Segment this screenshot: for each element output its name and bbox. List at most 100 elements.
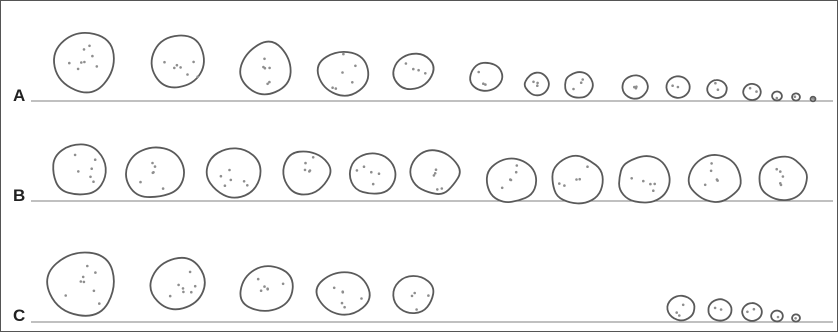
row-a-particle-2-speckle (176, 64, 179, 67)
row-b-particle-1-speckle (74, 154, 77, 157)
row-c-label: C (13, 306, 25, 325)
row-c-particle-8-speckle (753, 308, 756, 311)
row-b-particle-11 (759, 157, 806, 201)
row-c-particle-1-speckle (86, 265, 89, 268)
row-b-particle-3 (207, 148, 261, 197)
row-a-particle-6-speckle (477, 71, 480, 74)
row-b-particle-2 (126, 147, 184, 197)
row-a-particle-1-speckle (77, 68, 80, 71)
row-a-particle-14-speckle (794, 95, 797, 98)
row-b-particle-4 (283, 152, 330, 195)
row-c-particle-4-speckle (360, 297, 363, 300)
row-c-particle-7-speckle (714, 307, 717, 310)
row-a-particle-5-speckle (417, 69, 420, 72)
row-b-particle-6-speckle (435, 168, 438, 171)
row-b-particle-5-speckle (356, 169, 359, 172)
row-c-particle-1-speckle (98, 302, 101, 305)
row-c-particle-2-speckle (190, 291, 193, 294)
row-b-particle-11-speckle (780, 184, 783, 187)
row-b-particle-7-speckle (501, 187, 504, 190)
row-a-particle-3-speckle (266, 83, 269, 86)
row-c-particle-2-speckle (177, 284, 180, 287)
row-a-particle-2-speckle (173, 67, 176, 70)
row-c-particle-7-speckle (720, 308, 723, 311)
row-a-particle-8 (565, 72, 593, 98)
row-b-particle-5-speckle (370, 171, 373, 174)
row-a-particle-1-speckle (96, 65, 99, 68)
row-c-particle-3-speckle (282, 283, 285, 286)
row-b-particle-5-speckle (378, 172, 381, 175)
row-a-particle-9-speckle (633, 86, 636, 89)
row-a-particle-1-speckle (83, 48, 86, 51)
row-a-particle-10-speckle (677, 86, 680, 89)
row-a-particle-10-speckle (671, 84, 674, 87)
row-c-particle-1-speckle (80, 280, 83, 283)
row-c-particle-6-speckle (682, 304, 685, 307)
row-a-particle-5 (393, 54, 433, 89)
row-b-particle-4-speckle (304, 169, 307, 172)
row-a-particle-4-speckle (341, 71, 344, 74)
row-c-particle-8-speckle (746, 311, 749, 314)
row-a-particle-2-speckle (179, 66, 182, 69)
row-a-particle-12-speckle (749, 87, 752, 90)
row-a-particle-2-speckle (196, 75, 199, 78)
row-a-particle-1-speckle (80, 61, 83, 64)
row-a-particle-2-speckle (192, 61, 195, 64)
row-c-particle-5 (393, 276, 433, 313)
row-b-particle-10-speckle (710, 162, 713, 165)
row-c-particle-1-speckle (82, 276, 85, 279)
row-b-particle-8-speckle (563, 184, 566, 187)
row-b-particle-5-speckle (363, 165, 366, 168)
row-c: C (13, 252, 833, 325)
row-c-particle-3-speckle (263, 285, 266, 288)
row-a-particle-4-speckle (351, 81, 354, 84)
row-b-label: B (13, 186, 25, 205)
row-b-particle-10-speckle (704, 184, 707, 187)
row-c-particle-3-speckle (257, 278, 260, 281)
row-c-particle-8 (742, 303, 762, 321)
row-a-particle-12-speckle (755, 90, 758, 93)
row-a-particle-11-speckle (714, 82, 717, 85)
row-b-particle-9-speckle (653, 183, 656, 186)
row-a-label: A (13, 86, 25, 105)
row-a-particle-8-speckle (581, 78, 584, 81)
row-b-particle-8-speckle (575, 178, 578, 181)
row-b-particle-1-speckle (92, 180, 95, 183)
row-a-particle-2-speckle (163, 61, 166, 64)
row-c-particle-10-speckle (794, 317, 797, 320)
row-a-particle-7 (525, 73, 549, 96)
row-a-particle-4-speckle (342, 53, 345, 56)
row-b-particle-9-speckle (642, 180, 645, 183)
row-b-particle-6-speckle (434, 172, 437, 175)
row-b-particle-8-speckle (586, 165, 589, 168)
row-b-particle-5-speckle (372, 183, 375, 186)
row-a-particle-8-speckle (572, 88, 575, 91)
row-c-particle-3-speckle (260, 289, 263, 292)
row-b-particle-3-speckle (224, 184, 227, 187)
row-c-particle-9 (771, 311, 783, 322)
row-a-particle-2 (152, 36, 204, 88)
row-c-particle-1-speckle (94, 271, 97, 274)
row-b-particle-9 (619, 156, 670, 202)
row-c-particle-6-speckle (675, 311, 678, 314)
row-a-particle-4-speckle (335, 87, 338, 90)
row-a-particle-6 (470, 63, 502, 91)
row-a-particle-7-speckle (536, 82, 539, 85)
row-a-particle-5-speckle (412, 68, 415, 71)
row-b-particle-9-speckle (649, 183, 652, 186)
row-b-particle-4-speckle (312, 156, 315, 159)
row-c-particle-2-speckle (189, 271, 192, 274)
row-c-particle-2 (150, 258, 204, 309)
row-c-particle-2-speckle (194, 285, 197, 288)
row-b-particle-11-speckle (779, 170, 782, 173)
row-b-particle-2-speckle (154, 165, 157, 168)
row-c-particle-3-speckle (266, 288, 269, 291)
row-a-particle-1-speckle (68, 62, 71, 65)
row-c-particle-2-speckle (169, 295, 172, 298)
row-b-particle-1-speckle (90, 167, 93, 170)
row-b-particle-7-speckle (510, 179, 513, 182)
row-a-particle-15-speckle (812, 97, 815, 100)
row-b-particle-5 (350, 153, 396, 193)
